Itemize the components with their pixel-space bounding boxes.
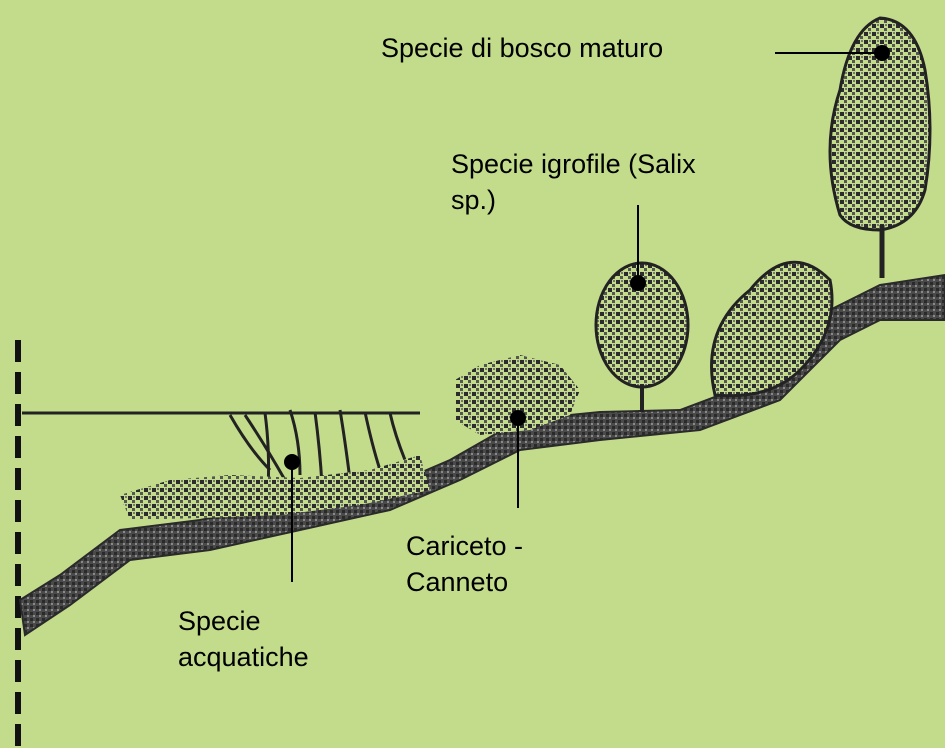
marker-cariceto — [511, 411, 525, 425]
label-igrofile-line1: Specie igrofile (Salix — [451, 146, 696, 182]
marker-bosco — [875, 46, 889, 60]
label-bosco-maturo: Specie di bosco maturo — [381, 30, 663, 66]
label-acquatiche-line1: Specie — [178, 603, 261, 639]
label-igrofile-line2: sp.) — [451, 182, 496, 218]
willow-shrub — [712, 262, 832, 395]
label-cariceto-line1: Cariceto - — [406, 528, 523, 564]
label-cariceto-line2: Canneto — [406, 564, 508, 600]
marker-igrofile — [631, 276, 645, 290]
label-acquatiche-line2: acquatiche — [178, 639, 309, 675]
marker-acquatiche — [285, 455, 299, 469]
